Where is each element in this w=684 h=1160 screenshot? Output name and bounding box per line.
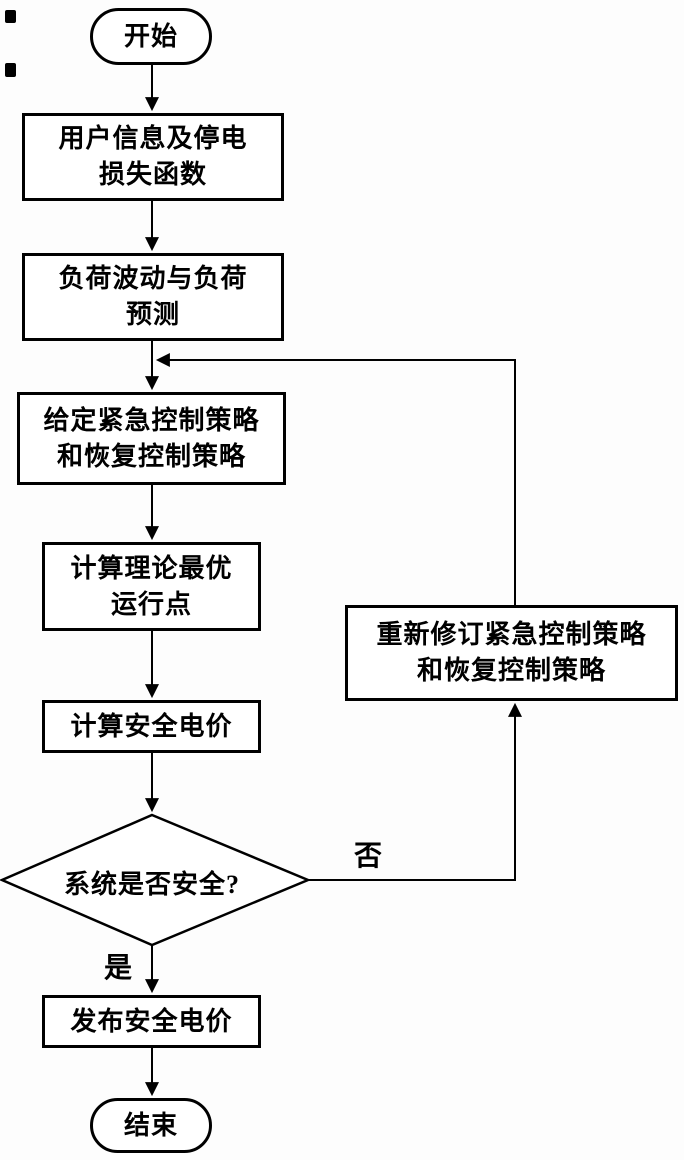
node-end-label: 结束 (123, 1110, 178, 1140)
node-publish-label: 发布安全电价 (70, 1006, 233, 1036)
node-load-line1: 负荷波动与负荷 (58, 264, 248, 293)
node-optimal-operating-point: 计算理论最优 运行点 (42, 542, 261, 631)
node-user-info-line2: 损失函数 (98, 160, 207, 189)
edge-decision-no-to-revise (308, 702, 522, 881)
decision-diamond-shape (0, 813, 312, 947)
node-calc-price-label: 计算安全电价 (70, 711, 233, 741)
scan-artifact (5, 10, 16, 23)
node-load-line2: 预测 (125, 300, 180, 329)
node-user-info-loss-function: 用户信息及停电 损失函数 (22, 113, 284, 201)
node-load-forecast: 负荷波动与负荷 预测 (22, 253, 284, 341)
node-revise-line2: 和恢复控制策略 (416, 656, 606, 685)
scan-artifact (5, 63, 16, 77)
edge-label-yes: 是 (104, 953, 133, 984)
node-optimal-line1: 计算理论最优 (70, 553, 233, 583)
node-strategy-line2: 和恢复控制策略 (56, 441, 246, 471)
node-strategy-line1: 给定紧急控制策略 (43, 405, 260, 435)
node-optimal-line2: 运行点 (110, 589, 192, 619)
edge-revise-feedback-to-mainline (155, 353, 516, 605)
decision-system-safe-label: 系统是否安全? (63, 870, 240, 899)
node-start: 开始 (90, 8, 212, 65)
node-revise-line1: 重新修订紧急控制策略 (376, 620, 647, 649)
node-revise-control-strategy: 重新修订紧急控制策略 和恢复控制策略 (345, 605, 678, 701)
edge-label-no: 否 (354, 841, 383, 872)
node-start-label: 开始 (123, 21, 178, 51)
node-publish-security-price: 发布安全电价 (42, 995, 261, 1048)
node-control-strategy: 给定紧急控制策略 和恢复控制策略 (17, 392, 286, 485)
node-calculate-security-price: 计算安全电价 (42, 700, 261, 753)
node-user-info-line1: 用户信息及停电 (58, 124, 248, 153)
node-end: 结束 (90, 1098, 212, 1153)
